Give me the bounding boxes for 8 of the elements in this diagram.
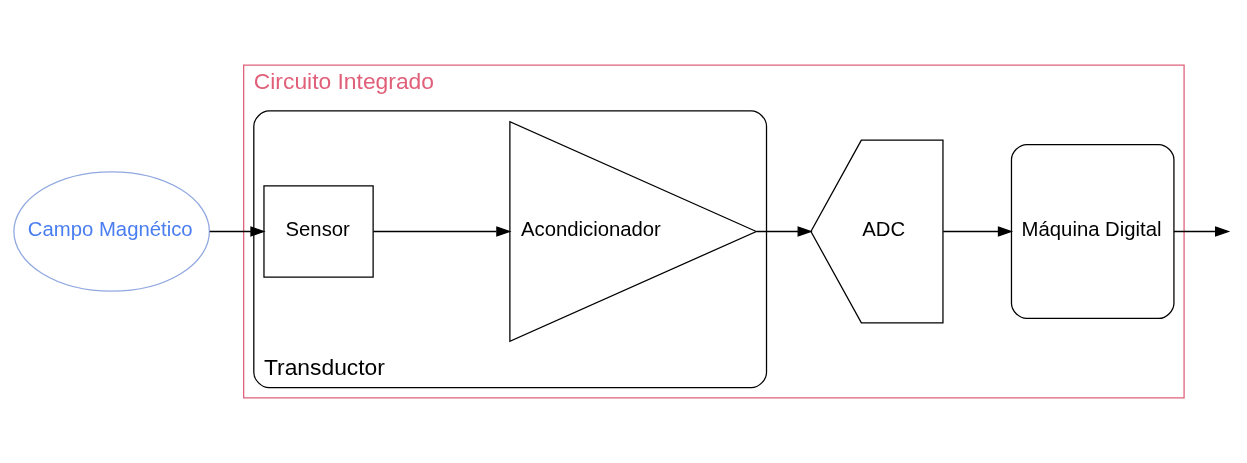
- arrow: [755, 226, 813, 237]
- node-box: Máquina Digital: [1010, 143, 1175, 320]
- arrow: [1173, 226, 1231, 237]
- node-ellipse: Campo Magnético: [13, 171, 211, 292]
- node-box: Sensor: [263, 185, 374, 278]
- arrow: [942, 226, 1014, 237]
- arrow: [209, 226, 266, 237]
- arrow: [372, 226, 512, 237]
